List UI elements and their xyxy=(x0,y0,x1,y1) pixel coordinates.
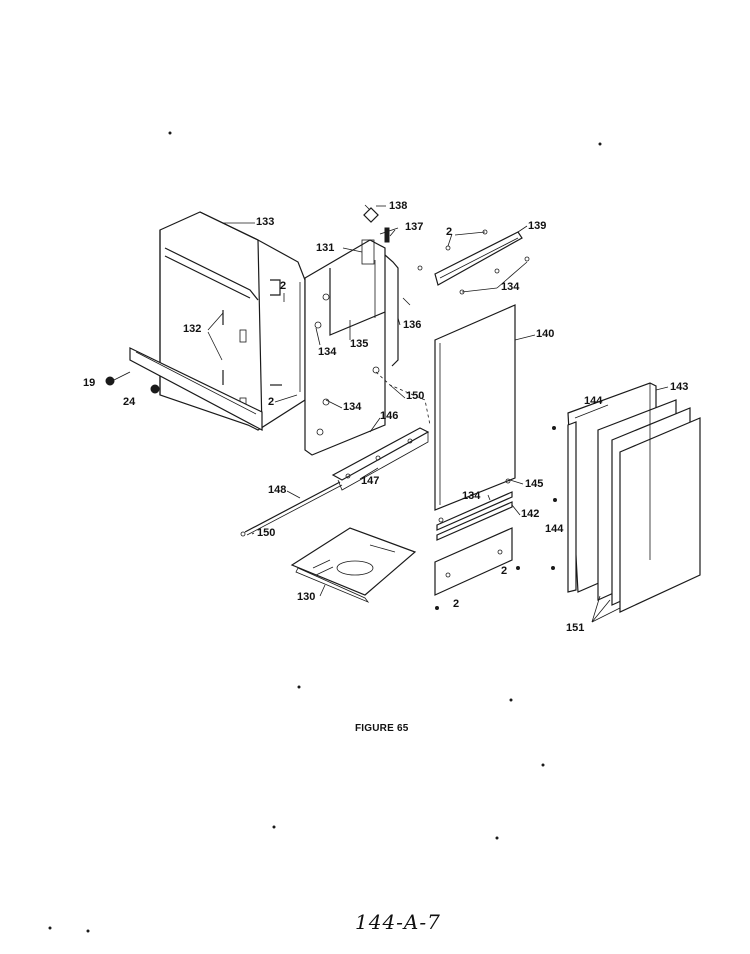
figure-caption: FIGURE 65 xyxy=(355,723,409,734)
glass-panels-151 xyxy=(551,382,701,623)
callout-140: 140 xyxy=(536,328,555,340)
callout-145: 145 xyxy=(525,478,544,490)
callout-136: 136 xyxy=(403,319,422,331)
callout-147: 147 xyxy=(361,475,380,487)
rod-148 xyxy=(240,481,343,537)
callout-135: 135 xyxy=(350,338,369,350)
callout-24: 24 xyxy=(123,396,136,408)
lower-strips-142 xyxy=(434,478,520,610)
callout-132: 132 xyxy=(183,323,202,335)
callout-2: 2 xyxy=(501,565,508,577)
callout-150: 150 xyxy=(406,390,425,402)
base-plate-130 xyxy=(290,527,417,603)
callout-134: 134 xyxy=(318,346,337,358)
callout-144: 144 xyxy=(545,523,564,535)
page-mark: 144-A-7 xyxy=(355,910,441,934)
top-trim-139 xyxy=(417,229,530,295)
callout-151: 151 xyxy=(566,622,585,634)
door-panel-140 xyxy=(434,304,516,511)
callout-2: 2 xyxy=(268,396,275,408)
callout-2: 2 xyxy=(453,598,460,610)
callout-139: 139 xyxy=(528,220,547,232)
callout-130: 130 xyxy=(297,591,316,603)
callout-2: 2 xyxy=(446,226,453,238)
callout-138: 138 xyxy=(389,200,408,212)
scan-specks xyxy=(48,131,602,933)
bracket-147 xyxy=(331,427,430,491)
callout-19: 19 xyxy=(83,377,96,389)
base-rail xyxy=(129,347,263,431)
callout-131: 131 xyxy=(316,242,335,254)
callout-2: 2 xyxy=(280,280,287,292)
callout-137: 137 xyxy=(405,221,424,233)
knob-138 xyxy=(363,205,399,243)
wire-136 xyxy=(384,254,411,367)
screw-parts xyxy=(105,371,160,394)
callout-133: 133 xyxy=(256,216,275,228)
callout-143: 143 xyxy=(670,381,689,393)
callout-150: 150 xyxy=(257,527,276,539)
callout-134: 134 xyxy=(343,401,362,413)
dashed-leader-150 xyxy=(375,371,431,426)
callout-142: 142 xyxy=(521,508,540,520)
callout-134: 134 xyxy=(462,490,481,502)
callout-144: 144 xyxy=(584,395,603,407)
control-panel-131 xyxy=(304,239,386,456)
callout-146: 146 xyxy=(380,410,399,422)
callout-148: 148 xyxy=(268,484,287,496)
callout-134: 134 xyxy=(501,281,520,293)
leader-lines xyxy=(207,204,669,597)
